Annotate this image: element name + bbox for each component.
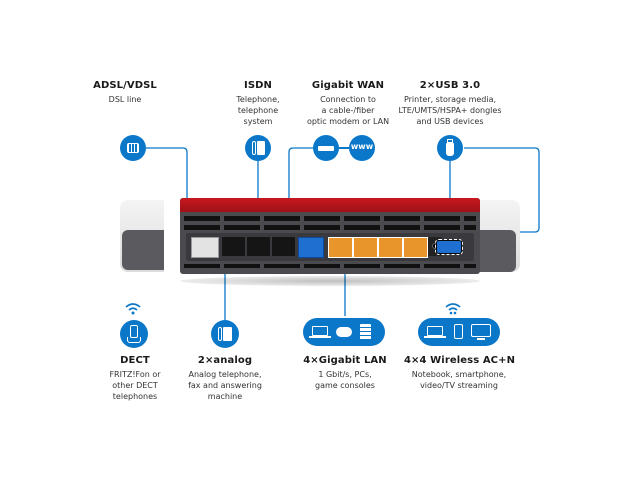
modem-www-link <box>339 147 349 149</box>
wireless-devices-pill <box>418 318 500 346</box>
feature-desc: DSL line <box>108 95 142 104</box>
lan-devices-pill <box>303 318 385 346</box>
vent-row-3 <box>184 264 476 268</box>
cordless-phone-icon <box>120 320 148 348</box>
router <box>120 198 520 293</box>
usb-port <box>435 239 463 255</box>
feature-title: ADSL/VDSL <box>93 80 157 91</box>
feature-desc: Notebook, smartphone,video/TV streaming <box>411 370 507 390</box>
laptop-icon <box>427 326 443 336</box>
feature-title: 4×4 Wireless AC+N <box>404 355 516 366</box>
lan-port-1 <box>328 237 353 258</box>
router-right-foot <box>476 230 516 272</box>
laptop-icon <box>312 326 328 336</box>
desk-phone-icon <box>211 320 239 348</box>
feature-wireless: 4×4 Wireless AC+N Notebook, smartphone,v… <box>404 355 516 391</box>
pc-tower-icon <box>360 324 371 340</box>
connector-adsl <box>146 147 188 235</box>
isdn-analog-port-2 <box>247 237 270 256</box>
feature-title: 2×USB 3.0 <box>419 80 481 91</box>
connector-wan <box>288 147 313 240</box>
lan-port-3 <box>378 237 403 258</box>
feature-title: 2×analog <box>197 355 253 366</box>
desk-phone-icon <box>245 135 271 161</box>
vent-row-2 <box>184 225 476 230</box>
router-shadow <box>180 276 480 286</box>
feature-title: 4×Gigabit LAN <box>303 355 387 366</box>
vent-row-1 <box>184 216 476 221</box>
wifi-icon <box>444 300 462 315</box>
feature-title: ISDN <box>244 80 272 91</box>
feature-desc: Printer, storage media,LTE/UMTS/HSPA+ do… <box>398 95 502 126</box>
router-red-top <box>180 198 480 212</box>
feature-title: DECT <box>120 355 150 366</box>
isdn-analog-port-1 <box>222 237 245 256</box>
www-icon: www <box>349 135 375 161</box>
wan-port <box>298 237 324 258</box>
feature-usb: 2×USB 3.0 Printer, storage media,LTE/UMT… <box>395 80 505 127</box>
feature-title: Gigabit WAN <box>311 80 385 91</box>
feature-desc: 1 Gbit/s, PCs,game consoles <box>315 370 375 390</box>
smartphone-icon <box>454 324 463 339</box>
usb-stick-icon <box>437 135 463 161</box>
gamepad-icon <box>336 327 352 337</box>
isdn-analog-port-3 <box>272 237 295 256</box>
dsl-port-icon <box>120 135 146 161</box>
feature-lan: 4×Gigabit LAN 1 Gbit/s, PCs,game console… <box>295 355 395 391</box>
dsl-port <box>191 237 219 258</box>
wifi-icon <box>124 300 142 315</box>
modem-icon <box>313 135 339 161</box>
connector-usb-2 <box>464 147 540 233</box>
tv-icon <box>471 324 491 337</box>
feature-adsl: ADSL/VDSL DSL line <box>80 80 170 105</box>
lan-port-4 <box>403 237 428 258</box>
router-left-foot <box>122 230 164 270</box>
lan-port-2 <box>353 237 378 258</box>
feature-analog: 2×analog Analog telephone,fax and answer… <box>180 355 270 402</box>
